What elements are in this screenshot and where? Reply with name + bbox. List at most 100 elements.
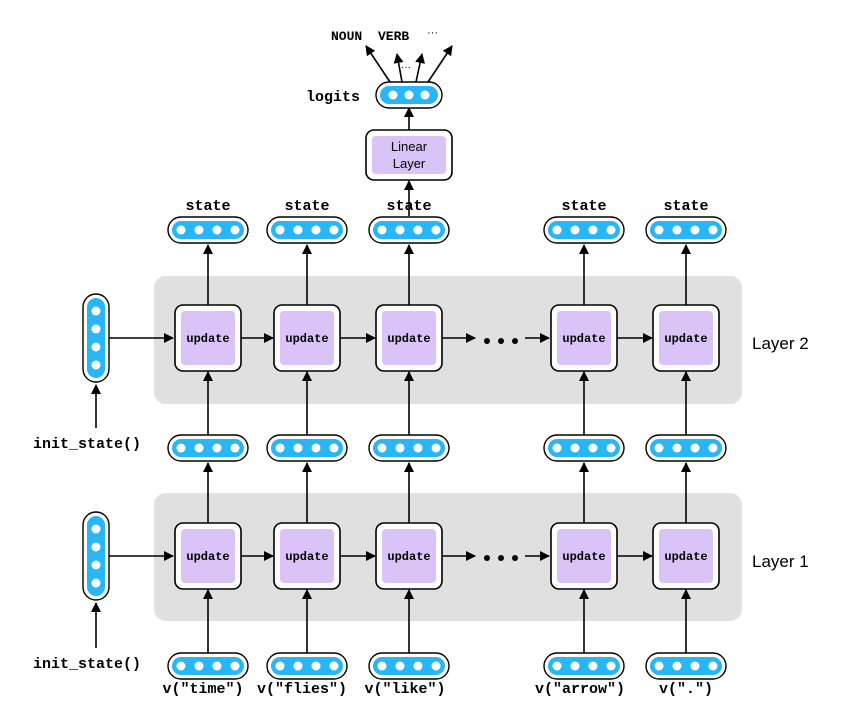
update-cell-l1: update	[174, 522, 242, 590]
update-label: update	[664, 550, 707, 564]
update-cell-l1: update	[652, 522, 720, 590]
arrow-logits-noun	[365, 45, 391, 83]
init-state-vector-l1-dot	[91, 542, 101, 552]
init-state-vector-l2-dot	[91, 324, 101, 334]
update-label: update	[387, 550, 430, 564]
init-state-vector-l2-fill	[87, 298, 105, 378]
state-vector-dot	[176, 225, 186, 235]
hidden-vector-dot	[708, 443, 718, 453]
state-vector-dot	[377, 225, 387, 235]
update-label: update	[186, 332, 229, 346]
hidden-vector	[368, 434, 450, 462]
hidden-vector-dot	[275, 443, 285, 453]
input-vector-dot	[212, 661, 222, 671]
state-vector-dot	[654, 225, 664, 235]
update-cell-l2: update	[652, 304, 720, 372]
input-vector	[543, 652, 625, 680]
input-vector	[368, 652, 450, 680]
init-state-vector-l2	[82, 293, 110, 383]
update-cell-l2-inner	[280, 311, 334, 365]
hidden-vector	[543, 434, 625, 462]
input-vector-dot	[293, 661, 303, 671]
input-label: v("arrow")	[535, 681, 625, 698]
input-vector-dot	[329, 661, 339, 671]
sequence-ellipsis-layer1	[484, 555, 518, 561]
state-vector-dot	[212, 225, 222, 235]
state-vector	[266, 216, 348, 244]
update-cell-l2-inner	[181, 311, 235, 365]
state-vector-fill	[650, 221, 722, 239]
state-vector	[543, 216, 625, 244]
hidden-vector-fill	[172, 439, 244, 457]
init-state-label-layer2: init_state()	[33, 436, 141, 453]
state-vector-dot	[431, 225, 441, 235]
state-vector	[167, 216, 249, 244]
hidden-vector-fill	[650, 439, 722, 457]
update-cell-l1: update	[550, 522, 618, 590]
update-label: update	[562, 550, 605, 564]
update-cell-l2-inner	[659, 311, 713, 365]
output-noun: NOUN	[331, 29, 362, 44]
input-label: v("flies")	[257, 681, 347, 698]
input-vector-dot	[672, 661, 682, 671]
linear-layer-line1: Linear	[391, 139, 428, 154]
state-vector-fill	[271, 221, 343, 239]
linear-layer-line2: Layer	[393, 156, 426, 171]
hidden-vector-dot	[672, 443, 682, 453]
update-cell-l1: update	[273, 522, 341, 590]
state-vector-dot	[395, 225, 405, 235]
hidden-vector-dot	[212, 443, 222, 453]
hidden-vector-dot	[176, 443, 186, 453]
state-vector	[645, 216, 727, 244]
logits-label: logits	[306, 89, 360, 106]
update-label: update	[186, 550, 229, 564]
update-cell-l2-inner	[557, 311, 611, 365]
init-state-vector-l1-dot	[91, 560, 101, 570]
state-label: state	[561, 198, 606, 215]
update-cell-l2: update	[550, 304, 618, 372]
state-label: state	[386, 198, 431, 215]
hidden-vector	[167, 434, 249, 462]
update-cell-l1-inner	[181, 529, 235, 583]
state-vector-dot	[606, 225, 616, 235]
init-state-vector-l2-dot	[91, 342, 101, 352]
logits-vector-dot	[420, 90, 430, 100]
logits-vector	[375, 81, 443, 109]
output-ellipsis-mid: ···	[401, 62, 411, 73]
vectors	[82, 81, 727, 680]
input-vector-dot	[275, 661, 285, 671]
arrow-logits-more	[427, 45, 453, 83]
state-label: state	[185, 198, 230, 215]
input-vector-dot	[230, 661, 240, 671]
linear-layer-inner	[372, 136, 446, 174]
hidden-vector-dot	[588, 443, 598, 453]
hidden-vector-dot	[606, 443, 616, 453]
init-state-vector-l2-dot	[91, 306, 101, 316]
update-cell-l1-inner	[382, 529, 436, 583]
input-vector-dot	[588, 661, 598, 671]
update-label: update	[285, 332, 328, 346]
update-cell-l2: update	[174, 304, 242, 372]
input-vector-fill	[271, 657, 343, 675]
state-vector-dot	[708, 225, 718, 235]
update-label: update	[285, 550, 328, 564]
input-vector-fill	[373, 657, 445, 675]
state-vector-dot	[570, 225, 580, 235]
init-state-vector-l1-dot	[91, 524, 101, 534]
hidden-vector-dot	[570, 443, 580, 453]
update-label: update	[387, 332, 430, 346]
init-state-vector-l2-dot	[91, 360, 101, 370]
init-state-vector-l1-fill	[87, 516, 105, 596]
hidden-vector-dot	[690, 443, 700, 453]
input-vector-fill	[172, 657, 244, 675]
hidden-vector-dot	[431, 443, 441, 453]
hidden-vector-dot	[293, 443, 303, 453]
input-vector-dot	[311, 661, 321, 671]
input-vector-dot	[194, 661, 204, 671]
input-vector-fill	[548, 657, 620, 675]
connection-arrows	[91, 45, 691, 653]
output-verb: VERB	[378, 29, 409, 44]
hidden-vector	[645, 434, 727, 462]
hidden-vector-dot	[311, 443, 321, 453]
state-vector-fill	[373, 221, 445, 239]
